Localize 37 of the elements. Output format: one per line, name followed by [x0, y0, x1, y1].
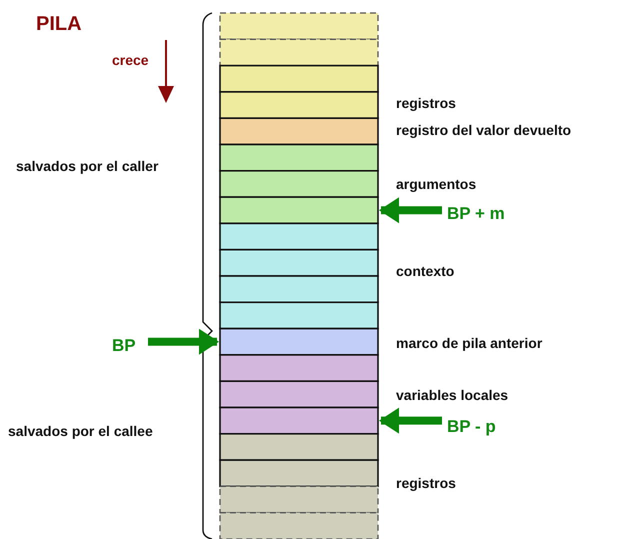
stack-slot — [219, 64, 379, 93]
stack-slot — [219, 328, 379, 356]
stack-slot — [219, 275, 379, 304]
stack-slot — [219, 512, 379, 539]
stack-slot — [219, 222, 379, 250]
title: PILA — [36, 12, 82, 37]
direction-label: crece — [112, 53, 149, 67]
stack-slot — [219, 170, 379, 198]
stack-slot — [219, 117, 379, 146]
arrow — [379, 408, 442, 434]
region-label: registro del valor devuelto — [396, 123, 572, 137]
stack-slot — [219, 486, 379, 514]
stack-slot — [219, 354, 379, 382]
stack-slot — [219, 406, 379, 435]
stack-slot — [219, 248, 379, 277]
stack-slot — [219, 12, 379, 40]
region-label: variables locales — [396, 388, 508, 402]
pointer-label: BP + m — [447, 205, 505, 222]
stack-slot — [219, 380, 379, 408]
pointer-label: BP — [112, 337, 136, 354]
arrow — [379, 197, 442, 224]
stack-slot — [219, 302, 379, 330]
region-label: argumentos — [396, 177, 476, 191]
region-label: marco de pila anterior — [396, 336, 542, 350]
stack-slot — [219, 144, 379, 172]
stack-slot — [219, 91, 379, 119]
stack-slot — [219, 459, 379, 488]
region-label: registros — [396, 96, 456, 110]
group-label: salvados por el callee — [8, 424, 153, 438]
group-label: salvados por el caller — [16, 159, 158, 173]
pointer-label: BP - p — [447, 418, 496, 435]
arrow — [148, 328, 219, 355]
stack-slot — [219, 433, 379, 461]
stack-slot — [219, 196, 379, 224]
stack-slot — [219, 38, 379, 66]
region-label: contexto — [396, 264, 454, 278]
region-label: registros — [396, 476, 456, 490]
